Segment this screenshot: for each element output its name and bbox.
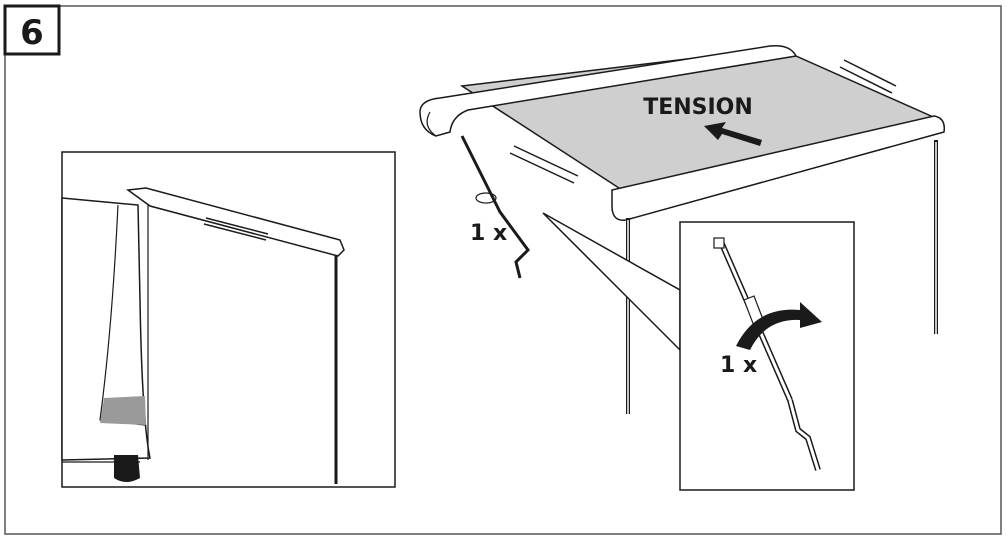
vehicle-window-shade [100, 396, 146, 425]
page-border [4, 5, 1002, 535]
rotation-arrow [736, 302, 822, 350]
side-view-panel [61, 151, 396, 488]
step-badge: 6 [3, 4, 61, 56]
crank-count-detail: 1 x [720, 353, 757, 378]
crank-handle [460, 135, 530, 279]
tension-label: TENSION [643, 95, 753, 120]
tension-arrow [704, 122, 762, 146]
awning-profile [125, 187, 345, 257]
zoom-wedge [542, 212, 681, 352]
crank-detail-panel: 1 x [679, 221, 855, 491]
vehicle-wheel [114, 455, 140, 482]
step-number: 6 [20, 13, 44, 53]
front-lead-bar [611, 115, 946, 221]
awning-main-view: TENSION 1 x [419, 44, 946, 414]
rear-roller-case [419, 44, 798, 137]
crank-count-main: 1 x [470, 221, 507, 246]
